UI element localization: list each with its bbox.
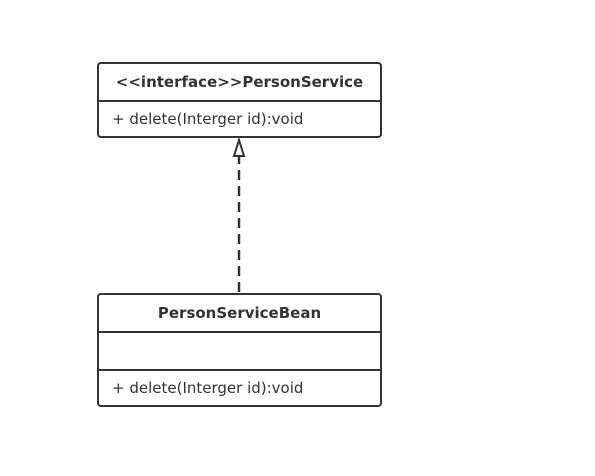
implementation-method: + delete(Interger id):void [112,379,304,397]
interface-class-box[interactable]: <<interface>>PersonService + delete(Inte… [97,62,382,138]
interface-method: + delete(Interger id):void [112,110,304,128]
implementation-attributes-compartment [99,333,380,371]
interface-class-name: <<interface>>PersonService [99,64,380,102]
implementation-class-box[interactable]: PersonServiceBean + delete(Interger id):… [97,293,382,407]
realization-arrowhead-icon [232,136,246,157]
implementation-class-name: PersonServiceBean [99,295,380,333]
